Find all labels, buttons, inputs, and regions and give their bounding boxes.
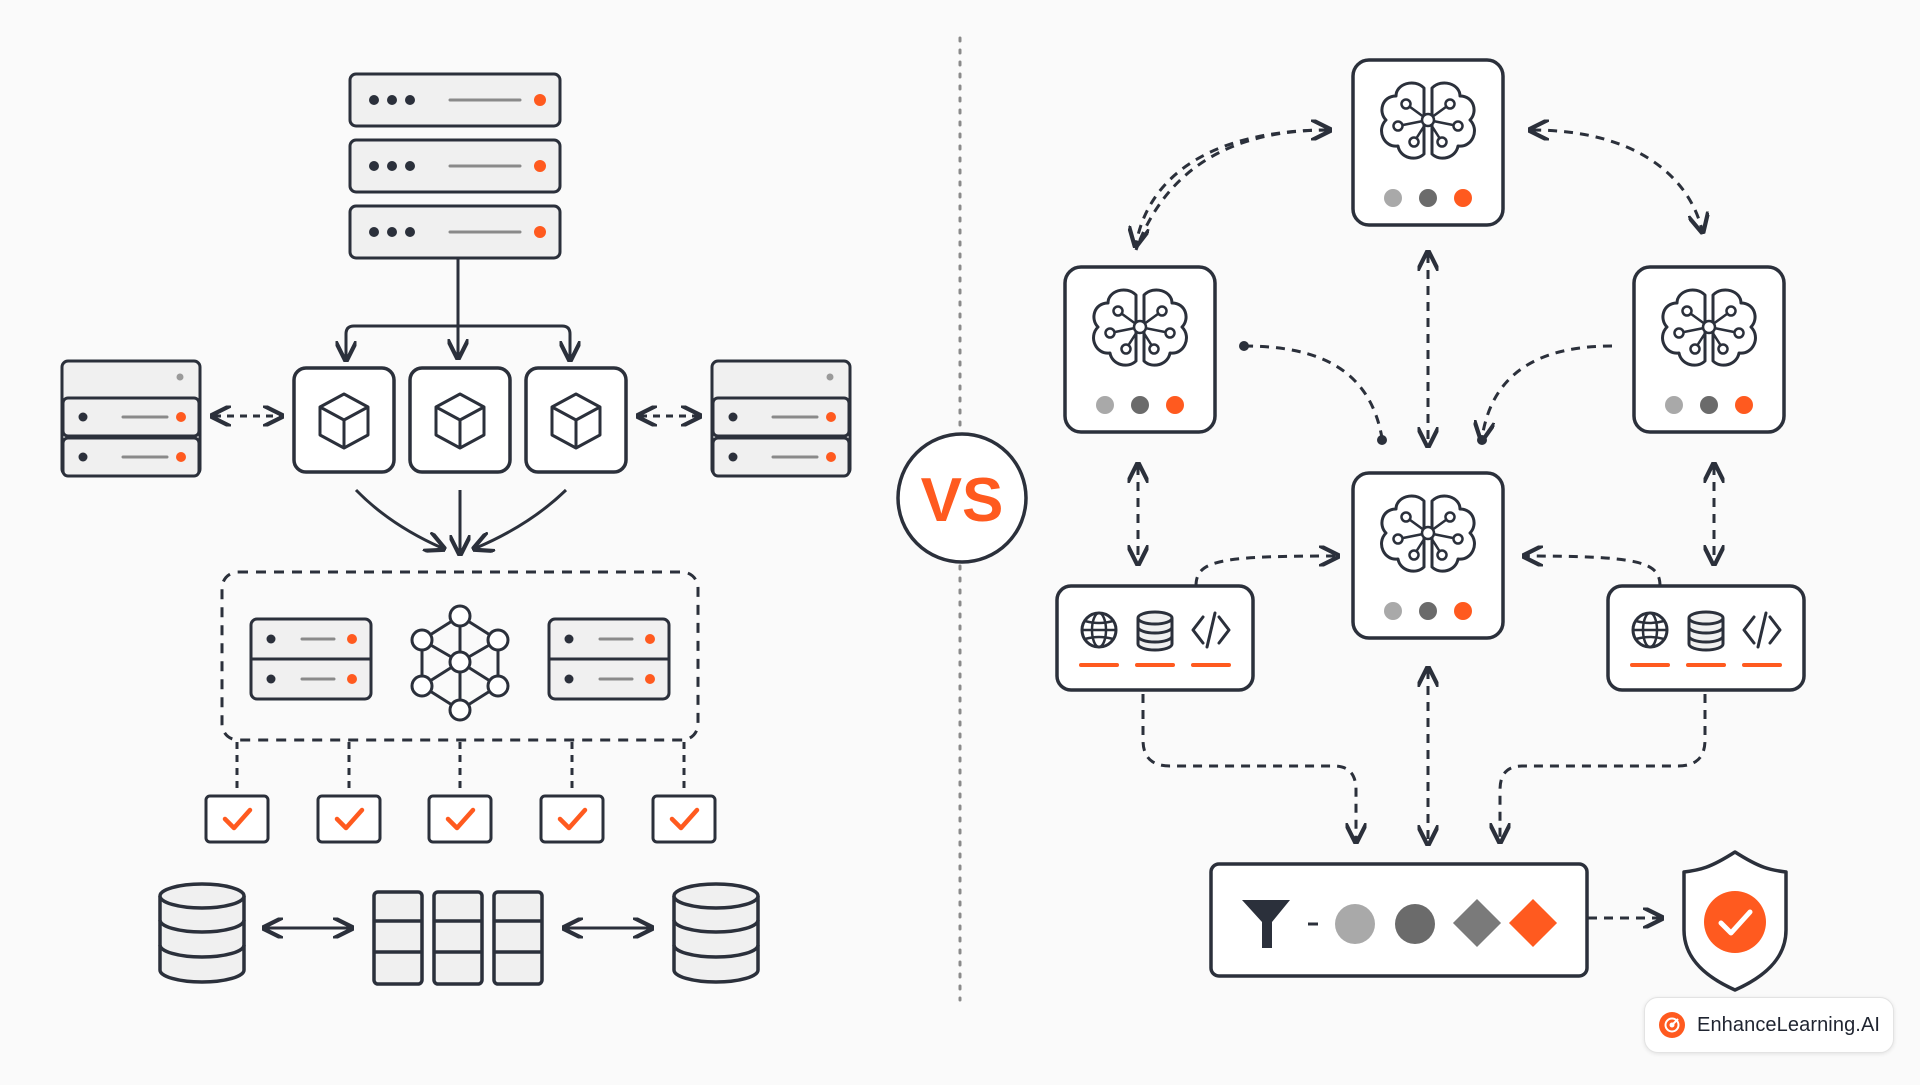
- pipeline-server-left: [249, 617, 373, 701]
- brand-badge[interactable]: EnhanceLearning.AI: [1644, 997, 1894, 1053]
- left-architecture: [60, 72, 852, 986]
- table-grid-icon: [372, 890, 544, 986]
- shield-check-icon: [1682, 850, 1788, 992]
- agent-left: [1065, 267, 1215, 432]
- vs-label: VS: [921, 466, 1004, 535]
- vs-badge: VS: [896, 432, 1028, 564]
- filter-bar: [1209, 862, 1589, 978]
- side-server-right: [710, 359, 852, 478]
- agent-top: [1353, 60, 1503, 225]
- funnel-icon: [1242, 900, 1290, 948]
- side-server-left: [60, 359, 202, 478]
- agent-links: [1136, 130, 1714, 918]
- right-agent-network: [1057, 60, 1804, 992]
- tool-panel-left: [1057, 586, 1253, 690]
- network-graph-icon: [410, 604, 510, 722]
- validation-checks: [206, 796, 715, 842]
- service-cubes: [292, 366, 628, 474]
- tool-panel-right: [1608, 586, 1804, 690]
- converging-arrows: [354, 488, 568, 552]
- target-icon: [1659, 1012, 1685, 1038]
- stack-connectors: [346, 258, 570, 358]
- agent-center: [1353, 473, 1503, 638]
- brand-name: EnhanceLearning.AI: [1697, 1013, 1881, 1036]
- server-stack: [348, 72, 562, 260]
- pipeline-server-right: [547, 617, 671, 701]
- agent-right: [1634, 267, 1784, 432]
- pipeline-box: [220, 570, 700, 742]
- storage-row: [158, 882, 760, 986]
- check-links: [235, 742, 686, 790]
